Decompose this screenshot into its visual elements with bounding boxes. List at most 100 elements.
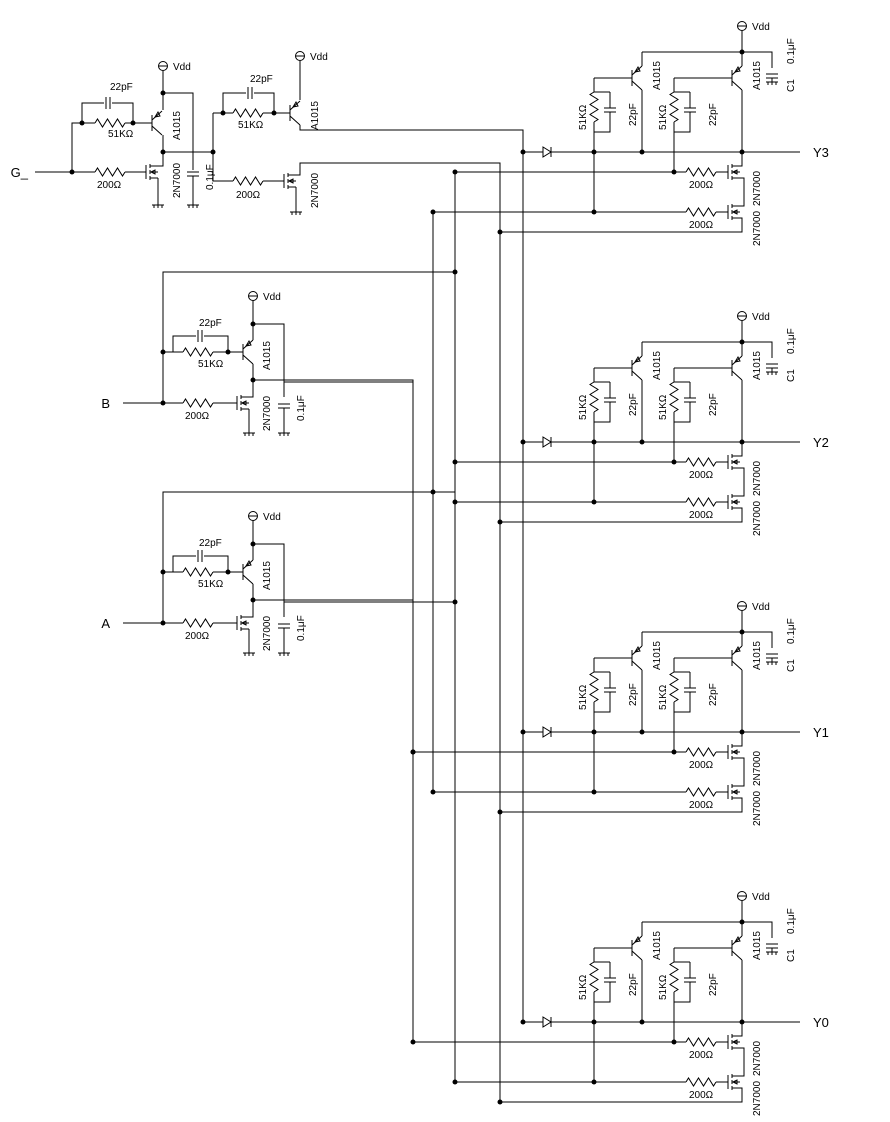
junction-dot [452, 1079, 458, 1085]
part-label: 200Ω [185, 631, 210, 642]
pnp-transistor [289, 100, 301, 126]
part-label: 200Ω [689, 470, 714, 481]
pnp-arrow [733, 65, 741, 73]
part-label: 22pF [628, 103, 639, 126]
vdd-label: Vdd [752, 602, 770, 613]
junction-dot [497, 1099, 503, 1105]
nmos-arrow [731, 209, 738, 215]
wire [71, 102, 104, 172]
nmos-arrow [240, 400, 247, 406]
junction-dot [591, 1019, 597, 1025]
wire [500, 507, 743, 523]
part-label: A1015 [652, 351, 663, 380]
wire [740, 1022, 743, 1037]
part-label: 51KΩ [578, 394, 589, 420]
part-label: 51KΩ [578, 104, 589, 130]
wire [642, 631, 773, 648]
junction-dot [739, 49, 745, 55]
part-label: 22pF [708, 393, 719, 416]
nmos-transistor [727, 494, 733, 510]
wire [740, 442, 743, 457]
junction-dot [250, 541, 256, 547]
capacitor-symbol [684, 687, 696, 693]
nmos-arrow [731, 169, 738, 175]
junction-dot [497, 229, 503, 235]
nmos-transistor [727, 454, 733, 470]
components [94, 21, 778, 1090]
pnp-arrow [633, 65, 641, 73]
junction-dot [452, 499, 458, 505]
junction-dot [591, 149, 597, 155]
ground-symbol [243, 432, 255, 436]
part-label: A1015 [752, 351, 763, 380]
pnp-transistor [242, 339, 254, 365]
nmos-arrow [287, 178, 294, 184]
part-label: 22pF [708, 683, 719, 706]
junction-dot [739, 729, 745, 735]
part-label: 22pF [708, 973, 719, 996]
ground-symbol [766, 951, 778, 955]
part-label: 22pF [250, 74, 273, 85]
part-label: 2N7000 [752, 751, 763, 786]
pnp-transistor [731, 355, 743, 381]
part-label: 2N7000 [752, 171, 763, 206]
input-label-b: B [101, 396, 110, 411]
nmos-transistor [283, 173, 289, 189]
junction-dot [410, 749, 416, 755]
part-label: 0.1μF [786, 328, 797, 354]
capacitor-symbol [604, 687, 616, 693]
resistor-symbol [182, 398, 214, 408]
wire [500, 797, 743, 813]
capacitor-symbol [105, 97, 111, 109]
part-label: 200Ω [689, 760, 714, 771]
wire [740, 467, 745, 486]
part-label: 22pF [628, 683, 639, 706]
part-label: 51KΩ [108, 129, 134, 140]
part-label: 200Ω [236, 190, 261, 201]
part-label: 2N7000 [752, 211, 763, 246]
pnp-arrow [244, 559, 252, 567]
capacitor-symbol [684, 397, 696, 403]
wire [299, 125, 524, 1022]
ground-symbol [243, 652, 255, 656]
nmos-arrow [149, 169, 156, 175]
part-label: 200Ω [689, 180, 714, 191]
vdd-label: Vdd [752, 892, 770, 903]
resistor-symbol [589, 671, 599, 703]
vdd-label: Vdd [263, 292, 281, 303]
junction-dot [430, 209, 436, 215]
pnp-arrow [633, 355, 641, 363]
pnp-transistor [151, 110, 163, 136]
output-label-y1: Y1 [813, 725, 829, 740]
part-label: 22pF [199, 318, 222, 329]
wire [740, 732, 743, 747]
wire [296, 162, 501, 1100]
diode-symbol [542, 436, 552, 448]
part-label: 0.1μF [786, 38, 797, 64]
junction-dot [671, 1039, 677, 1045]
junction-dot [452, 459, 458, 465]
junction-dot [250, 597, 256, 603]
resistor-symbol [685, 207, 717, 217]
junction-dot [639, 149, 645, 155]
junction-dot [452, 269, 458, 275]
part-label: 2N7000 [262, 396, 273, 431]
junction-dot [160, 349, 166, 355]
ground-symbol [187, 204, 199, 208]
junction-dot [250, 321, 256, 327]
wire [740, 1066, 745, 1077]
resistor-symbol [669, 381, 679, 413]
junction-dot [160, 400, 166, 406]
output-label-y0: Y0 [813, 1015, 829, 1030]
wire [204, 555, 229, 572]
wire [674, 692, 691, 713]
part-label: 51KΩ [198, 359, 224, 370]
diode-symbol [542, 1016, 552, 1028]
part-label: 2N7000 [752, 1081, 763, 1116]
part-label: A1015 [652, 931, 663, 960]
wire [740, 776, 745, 787]
junction-dot [739, 339, 745, 345]
ground-symbol [278, 432, 290, 436]
part-label: 22pF [628, 393, 639, 416]
wire [740, 757, 745, 776]
